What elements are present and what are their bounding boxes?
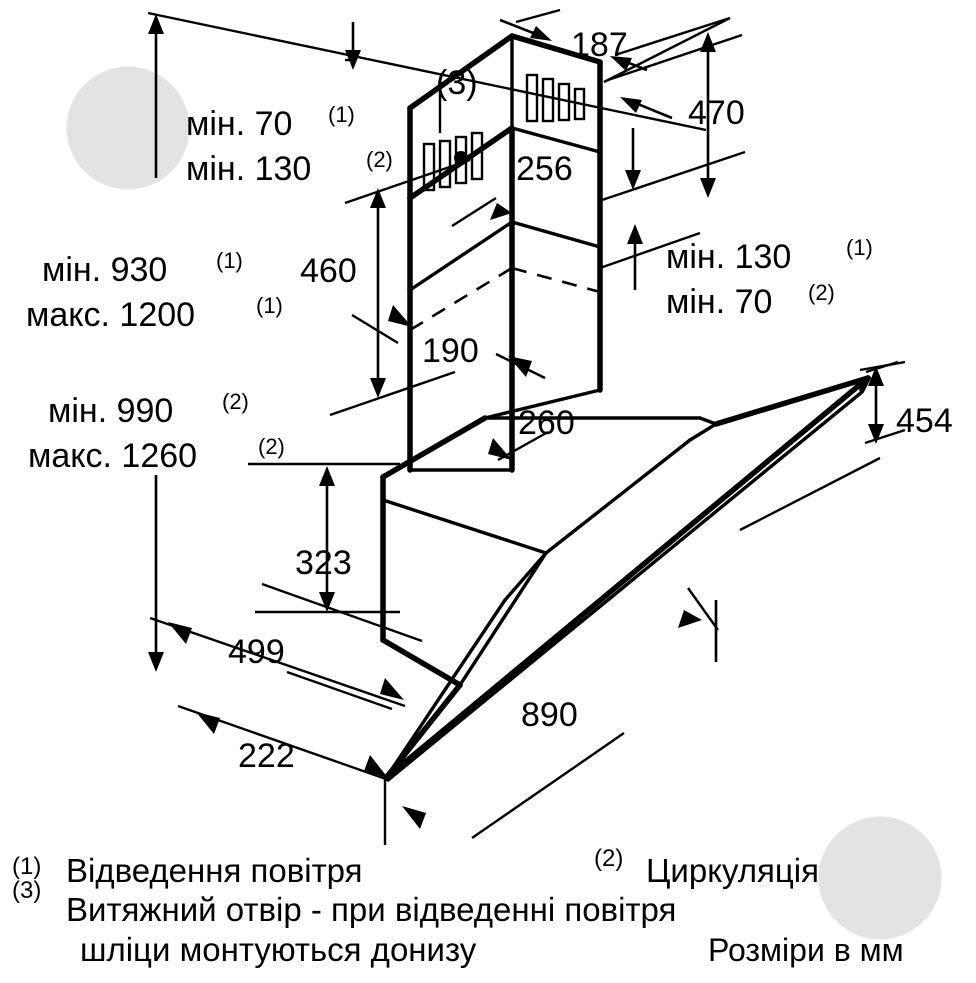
legend-text-1: Відведення повітря [66, 852, 363, 889]
label-max-1200: макс. 1200 [26, 296, 195, 334]
legend-text-3-line2: шліци монтуються донизу [80, 931, 477, 968]
label-min-130: мін. 130 [186, 150, 311, 188]
label-222: 222 [238, 737, 295, 775]
label-454: 454 [896, 402, 953, 440]
extension-lines [147, 8, 906, 845]
label-460: 460 [300, 252, 357, 290]
legend-marker-2: (2) [594, 845, 623, 872]
watermark-top-left [66, 66, 190, 190]
vent-slots-left-face [422, 131, 484, 192]
label-470: 470 [688, 94, 745, 132]
left-vertical-dimensions [148, 14, 164, 672]
label-min-990-sup: (2) [222, 389, 249, 414]
dimension-arrows [168, 18, 884, 829]
legend-text-3-line1: Витяжний отвір - при відведенні повітря [66, 891, 676, 928]
chimney-lower-section [407, 219, 603, 473]
label-min-130-right: мін. 130 [666, 238, 791, 276]
watermark-bottom-right [818, 816, 942, 940]
label-min-70-right-sup: (2) [808, 280, 835, 305]
angled-glass-panel [383, 375, 871, 782]
label-min-130-right-sup: (1) [846, 235, 873, 260]
label-max-1200-sup: (1) [256, 293, 283, 318]
hood-body [380, 388, 718, 688]
label-min-990: мін. 990 [48, 392, 173, 430]
label-187: 187 [571, 26, 628, 64]
label-max-1260-sup: (2) [258, 434, 285, 459]
label-323: 323 [295, 544, 352, 582]
legend-marker-3: (3) [12, 877, 41, 904]
label-260: 260 [518, 404, 575, 442]
label-min-130-sup: (2) [366, 147, 393, 172]
label-min-70: мін. 70 [186, 105, 292, 143]
units-note: Розміри в мм [708, 932, 904, 968]
label-min-930: мін. 930 [42, 251, 167, 289]
legend-marker-1: (1) [12, 853, 41, 880]
label-190: 190 [422, 332, 479, 370]
legend-text-2: Циркуляція [646, 852, 819, 889]
label-callout-3: (3) [436, 64, 478, 102]
chimney-top-section [407, 33, 603, 293]
vent-slots-right-face [525, 73, 586, 123]
label-890: 890 [521, 696, 578, 734]
label-max-1260: макс. 1260 [28, 437, 197, 475]
legend-block: (1) Відведення повітря (2) Циркуляція (3… [12, 845, 904, 968]
vent-center-dot [454, 151, 468, 165]
dimension-labels: мін. 70 (1) мін. 130 (2) мін. 930 (1) ма… [26, 26, 953, 775]
label-256: 256 [516, 150, 573, 188]
label-499: 499 [228, 633, 285, 671]
label-min-70-sup: (1) [328, 102, 355, 127]
label-min-70-right: мін. 70 [666, 283, 772, 321]
label-min-930-sup: (1) [216, 248, 243, 273]
